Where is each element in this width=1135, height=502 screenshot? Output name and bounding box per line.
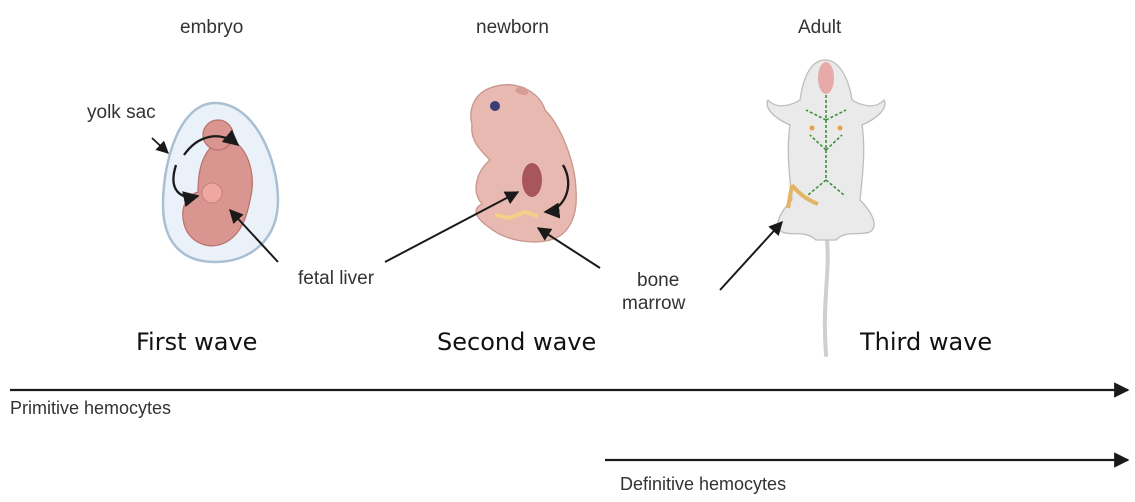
newborn-liver bbox=[522, 163, 542, 197]
bone-marrow-to-adult-arrow bbox=[720, 222, 782, 290]
newborn-eye bbox=[490, 101, 500, 111]
adult-mouse-tail bbox=[825, 240, 828, 355]
bone-marrow-to-newborn-arrow bbox=[538, 228, 600, 268]
stage-label-newborn: newborn bbox=[476, 17, 549, 39]
yolk-sac-pointer-arrow bbox=[152, 138, 168, 153]
newborn-illustration bbox=[471, 85, 576, 242]
embryo-illustration bbox=[152, 103, 278, 262]
stage-label-adult: Adult bbox=[798, 17, 841, 39]
primitive-hemocytes-label: Primitive hemocytes bbox=[10, 398, 171, 419]
adult-mouse-illustration bbox=[767, 60, 885, 355]
bone-marrow-label-line1: bone bbox=[637, 270, 679, 292]
adult-mouse-snout bbox=[818, 62, 834, 94]
fetal-liver-label: fetal liver bbox=[298, 268, 374, 290]
stage-label-embryo: embryo bbox=[180, 17, 243, 39]
wave-label-first: First wave bbox=[136, 328, 257, 356]
newborn-body bbox=[471, 85, 576, 242]
wave-label-third: Third wave bbox=[860, 328, 992, 356]
embryo-head bbox=[203, 120, 233, 150]
wave-label-second: Second wave bbox=[437, 328, 596, 356]
yolk-sac-label: yolk sac bbox=[87, 102, 156, 124]
adult-mouse-node-1 bbox=[810, 126, 815, 131]
bone-marrow-label-line2: marrow bbox=[622, 293, 685, 315]
embryo-liver bbox=[202, 183, 222, 203]
adult-mouse-node-2 bbox=[838, 126, 843, 131]
definitive-hemocytes-label: Definitive hemocytes bbox=[620, 474, 786, 495]
